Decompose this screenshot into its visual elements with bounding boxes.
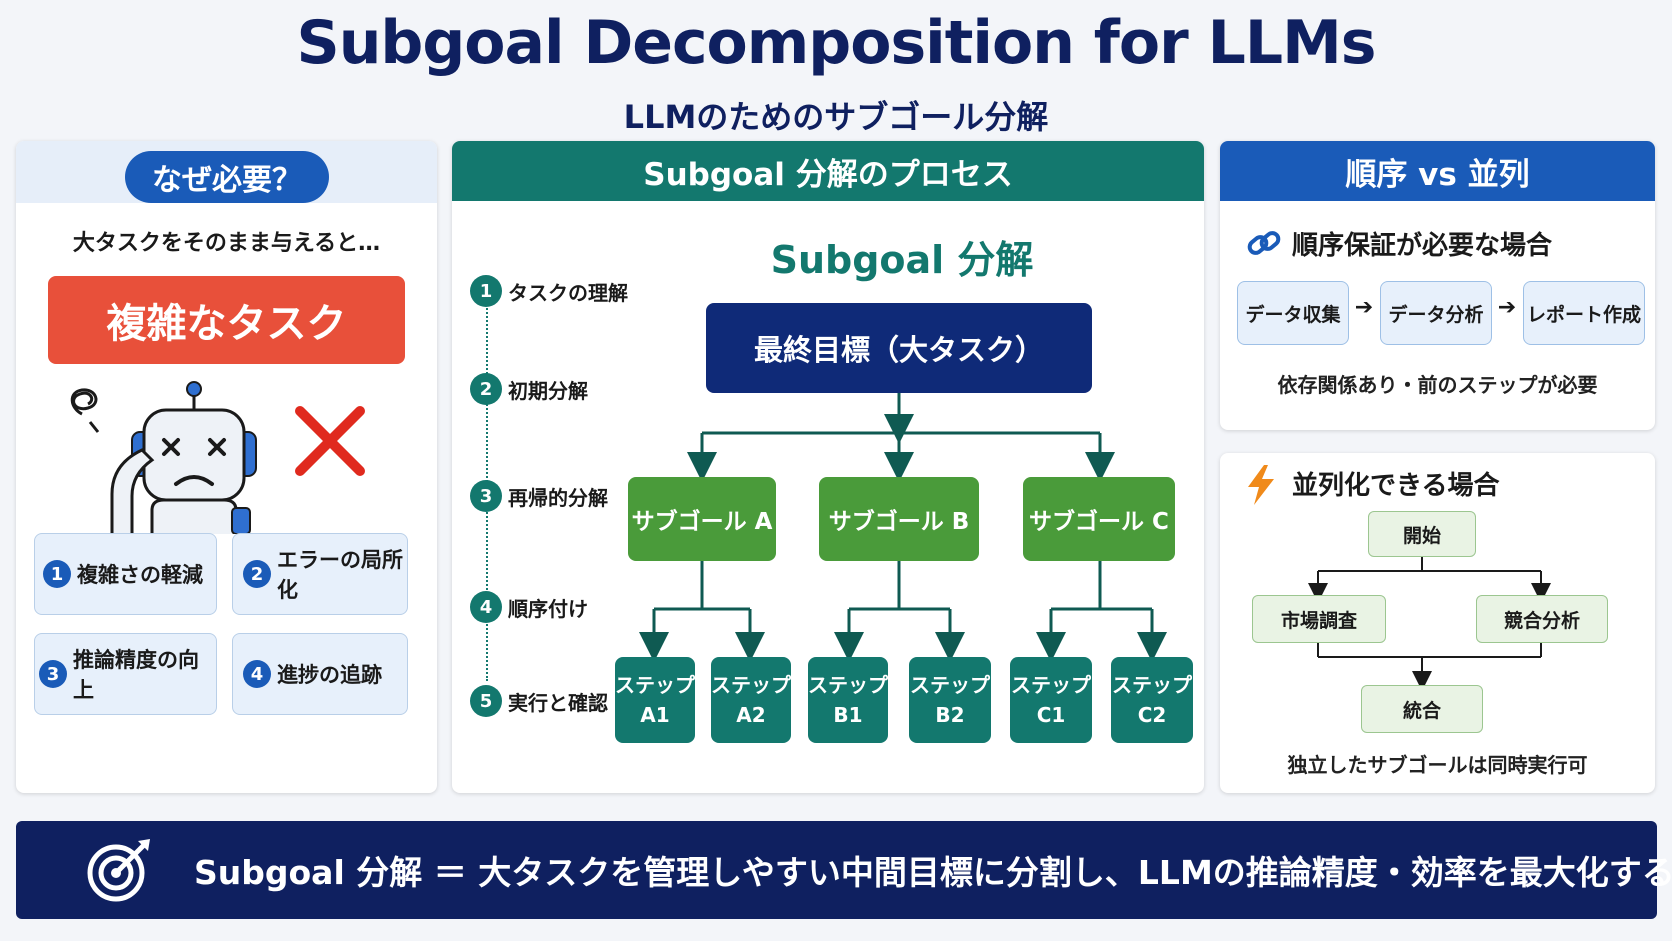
benefit-num-2: 2 — [243, 560, 271, 588]
step-b2-box: ステップ B2 — [909, 657, 991, 743]
confused-robot-icon — [52, 374, 272, 535]
cross-icon — [292, 403, 368, 479]
step-a1-box: ステップ A1 — [615, 657, 695, 743]
step-c1-box: ステップ C1 — [1010, 657, 1092, 743]
parallel-connectors — [1308, 555, 1551, 691]
order-vs-parallel-header: 順序 vs 並列 — [1220, 141, 1655, 201]
parallel-branch-2: 競合分析 — [1476, 595, 1608, 643]
subgoal-c-box: サブゴール C — [1023, 477, 1175, 561]
benefit-chip-4: 4 進捗の追跡 — [232, 633, 408, 715]
process-step-num-3: 3 — [470, 480, 502, 512]
process-step-4: 4 順序付け — [470, 591, 588, 623]
process-step-label-4: 順序付け — [508, 596, 588, 621]
why-needed-panel: なぜ必要？ 大タスクをそのまま与えると… 複雑なタスク — [16, 141, 437, 793]
sequential-note: 依存関係あり・前のステップが必要 — [1277, 373, 1598, 397]
seq-step-1: データ収集 — [1237, 281, 1349, 345]
root-goal-box: 最終目標（大タスク） — [706, 303, 1092, 393]
seq-step-2: データ分析 — [1380, 281, 1492, 345]
why-needed-pill: なぜ必要？ — [125, 151, 329, 203]
sequential-heading: 順序保証が必要な場合 — [1292, 231, 1553, 261]
process-header: Subgoal 分解のプロセス — [452, 141, 1204, 201]
process-step-num-2: 2 — [470, 373, 502, 405]
summary-footer: Subgoal 分解 ＝ 大タスクを管理しやすい中間目標に分割し、LLMの推論精… — [16, 821, 1672, 919]
subgoal-a-box: サブゴール A — [628, 477, 776, 561]
process-step-2: 2 初期分解 — [470, 373, 588, 405]
process-panel: Subgoal 分解のプロセス Subgoal 分解 1 タスクの理解 2 初期… — [452, 141, 1204, 793]
page-subtitle: LLMのためのサブゴール分解 — [623, 98, 1049, 136]
benefit-label-4: 進捗の追跡 — [277, 663, 382, 687]
benefit-num-1: 1 — [43, 560, 71, 588]
seq-step-3: レポート作成 — [1523, 281, 1645, 345]
link-icon — [1246, 225, 1282, 261]
benefit-num-3: 3 — [39, 660, 67, 688]
process-step-num-1: 1 — [470, 275, 502, 307]
tree-connectors — [639, 393, 1167, 662]
process-step-3: 3 再帰的分解 — [470, 480, 608, 512]
parallel-panel: 並列化できる場合 開始 市場調査 競合分析 統合 独立したサブゴールは同時実行可 — [1220, 453, 1655, 793]
parallel-merge-box: 統合 — [1361, 685, 1483, 733]
benefit-label-1: 複雑さの軽減 — [77, 563, 203, 587]
parallel-note: 独立したサブゴールは同時実行可 — [1287, 753, 1588, 777]
parallel-branch-1: 市場調査 — [1252, 595, 1386, 643]
step-b1-box: ステップ B1 — [808, 657, 888, 743]
benefit-chip-1: 1 複雑さの軽減 — [34, 533, 217, 615]
seq-arrow-1: ➔ — [1354, 295, 1374, 320]
target-icon — [84, 835, 154, 905]
complex-task-banner: 複雑なタスク — [48, 276, 405, 364]
parallel-heading: 並列化できる場合 — [1292, 471, 1500, 501]
seq-arrow-2: ➔ — [1497, 295, 1517, 320]
parallel-start-box: 開始 — [1368, 511, 1476, 557]
sequential-panel: 順序 vs 並列 順序保証が必要な場合 データ収集 ➔ データ分析 ➔ レポート… — [1220, 141, 1655, 430]
process-step-label-5: 実行と確認 — [508, 690, 608, 715]
page-title: Subgoal Decomposition for LLMs — [296, 8, 1376, 78]
benefit-num-4: 4 — [243, 660, 271, 688]
benefit-label-2: エラーの局所化 — [277, 548, 403, 602]
lightning-icon — [1246, 465, 1276, 505]
lead-text: 大タスクをそのまま与えると… — [72, 231, 381, 256]
process-step-label-3: 再帰的分解 — [508, 485, 608, 510]
benefit-label-3: 推論精度の向上 — [73, 648, 199, 702]
process-step-5: 5 実行と確認 — [470, 685, 608, 717]
benefit-chip-2: 2 エラーの局所化 — [232, 533, 408, 615]
process-step-num-4: 4 — [470, 591, 502, 623]
subgoal-b-box: サブゴール B — [819, 477, 979, 561]
scribble-icon — [70, 388, 100, 433]
summary-text: Subgoal 分解 ＝ 大タスクを管理しやすい中間目標に分割し、LLMの推論精… — [194, 853, 1672, 892]
diagram-title: Subgoal 分解 — [770, 238, 1034, 282]
process-step-label-2: 初期分解 — [508, 378, 588, 403]
step-a2-box: ステップ A2 — [711, 657, 791, 743]
process-step-num-5: 5 — [470, 685, 502, 717]
process-step-label-1: タスクの理解 — [508, 280, 628, 305]
process-step-1: 1 タスクの理解 — [470, 275, 628, 307]
benefit-chip-3: 3 推論精度の向上 — [34, 633, 217, 715]
step-c2-box: ステップ C2 — [1111, 657, 1193, 743]
